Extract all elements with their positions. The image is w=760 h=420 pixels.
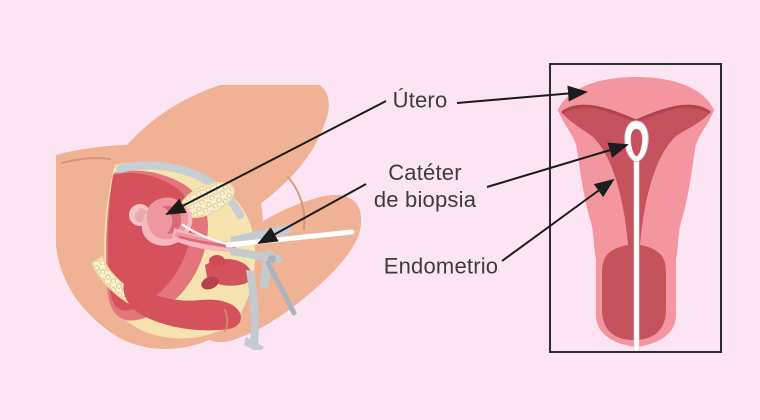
- pelvic-floor-muscle: [123, 280, 241, 331]
- anal-canal-section: [201, 276, 219, 290]
- biopsy-catheter-tip: [181, 223, 230, 246]
- uterus-frontal-inset-box: [549, 63, 722, 353]
- pipelle-loop-eye: [630, 129, 643, 157]
- perineum-crease: [224, 309, 229, 332]
- uterus-frontal-illustration: [558, 77, 714, 351]
- label-cateter-line1: Catéter: [388, 160, 462, 185]
- speculum-handle: [246, 270, 259, 345]
- label-endometrio: Endometrio: [383, 253, 499, 279]
- pelvis-sagittal-illustration: [56, 85, 362, 350]
- label-cateter-line2: de biopsia: [373, 187, 477, 212]
- speculum-strut: [265, 260, 297, 316]
- label-cateter-biopsia: Catéter de biopsia: [374, 159, 476, 213]
- label-utero: Útero: [392, 87, 448, 113]
- speculum-foot: [244, 337, 264, 350]
- rectum-section: [209, 255, 225, 267]
- pipelle-shaft: [633, 158, 640, 351]
- speculum-screw: [268, 255, 276, 263]
- abdomen-crease: [61, 157, 111, 164]
